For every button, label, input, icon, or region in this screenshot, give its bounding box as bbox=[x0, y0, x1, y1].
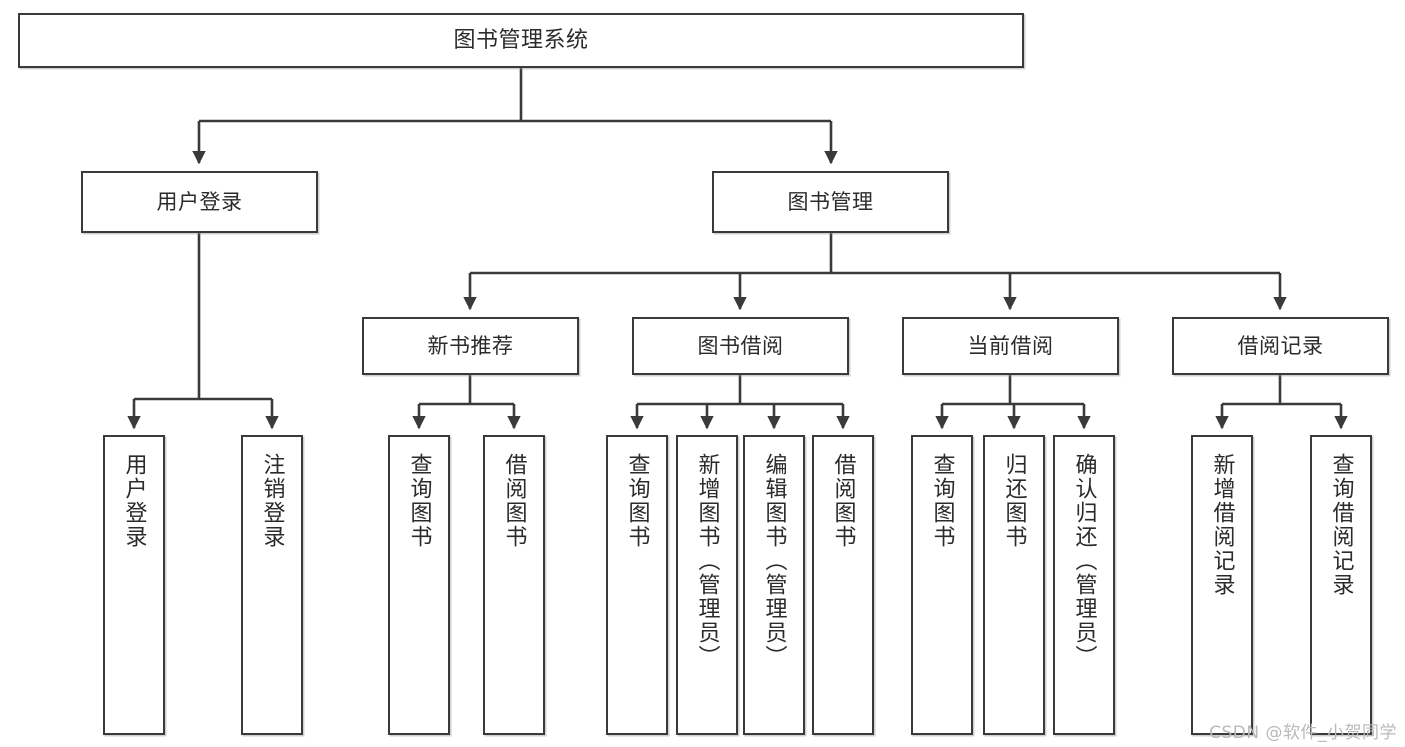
leaf-user-login[interactable]: 用户登录 bbox=[103, 435, 165, 735]
leaf-user-login-label: 用户登录 bbox=[121, 453, 147, 549]
node-borrow-record[interactable]: 借阅记录 bbox=[1172, 317, 1389, 375]
leaf-query-book-recommend-label: 查询图书 bbox=[406, 453, 432, 549]
leaf-add-borrow-record-label: 新增借阅记录 bbox=[1209, 453, 1235, 597]
node-user-login[interactable]: 用户登录 bbox=[81, 171, 318, 233]
node-new-book-recommend-label: 新书推荐 bbox=[427, 333, 514, 358]
node-book-borrow[interactable]: 图书借阅 bbox=[632, 317, 849, 375]
leaf-query-book-recommend[interactable]: 查询图书 bbox=[388, 435, 450, 735]
leaf-borrow-book[interactable]: 借阅图书 bbox=[812, 435, 874, 735]
node-book-management[interactable]: 图书管理 bbox=[712, 171, 949, 233]
leaf-query-book-borrow-label: 查询图书 bbox=[624, 453, 650, 549]
leaf-logout[interactable]: 注销登录 bbox=[241, 435, 303, 735]
node-current-borrow-label: 当前借阅 bbox=[967, 333, 1054, 358]
node-root[interactable]: 图书管理系统 bbox=[18, 13, 1024, 68]
node-book-management-label: 图书管理 bbox=[787, 189, 874, 214]
leaf-return-book-label: 归还图书 bbox=[1001, 453, 1027, 549]
node-current-borrow[interactable]: 当前借阅 bbox=[902, 317, 1119, 375]
leaf-query-book-borrow[interactable]: 查询图书 bbox=[606, 435, 668, 735]
leaf-edit-book-admin[interactable]: 编辑图书（管理员） bbox=[743, 435, 805, 735]
leaf-confirm-return-admin[interactable]: 确认归还（管理员） bbox=[1053, 435, 1115, 735]
leaf-confirm-return-admin-label: 确认归还（管理员） bbox=[1071, 453, 1097, 669]
leaf-add-borrow-record[interactable]: 新增借阅记录 bbox=[1191, 435, 1253, 735]
leaf-return-book[interactable]: 归还图书 bbox=[983, 435, 1045, 735]
leaf-edit-book-admin-label: 编辑图书（管理员） bbox=[761, 453, 787, 669]
node-root-label: 图书管理系统 bbox=[453, 27, 589, 53]
node-book-borrow-label: 图书借阅 bbox=[697, 333, 784, 358]
leaf-add-book-admin[interactable]: 新增图书（管理员） bbox=[676, 435, 738, 735]
leaf-add-book-admin-label: 新增图书（管理员） bbox=[694, 453, 720, 669]
leaf-logout-label: 注销登录 bbox=[259, 453, 285, 549]
leaf-borrow-book-label: 借阅图书 bbox=[830, 453, 856, 549]
leaf-query-borrow-record-label: 查询借阅记录 bbox=[1328, 453, 1354, 597]
leaf-query-book-current[interactable]: 查询图书 bbox=[911, 435, 973, 735]
node-new-book-recommend[interactable]: 新书推荐 bbox=[362, 317, 579, 375]
leaf-query-book-current-label: 查询图书 bbox=[929, 453, 955, 549]
leaf-borrow-book-recommend[interactable]: 借阅图书 bbox=[483, 435, 545, 735]
node-borrow-record-label: 借阅记录 bbox=[1237, 333, 1324, 358]
leaf-query-borrow-record[interactable]: 查询借阅记录 bbox=[1310, 435, 1372, 735]
csdn-watermark: CSDN @软件_小贺同学 bbox=[1209, 723, 1397, 743]
leaf-borrow-book-recommend-label: 借阅图书 bbox=[501, 453, 527, 549]
node-user-login-label: 用户登录 bbox=[156, 189, 243, 214]
